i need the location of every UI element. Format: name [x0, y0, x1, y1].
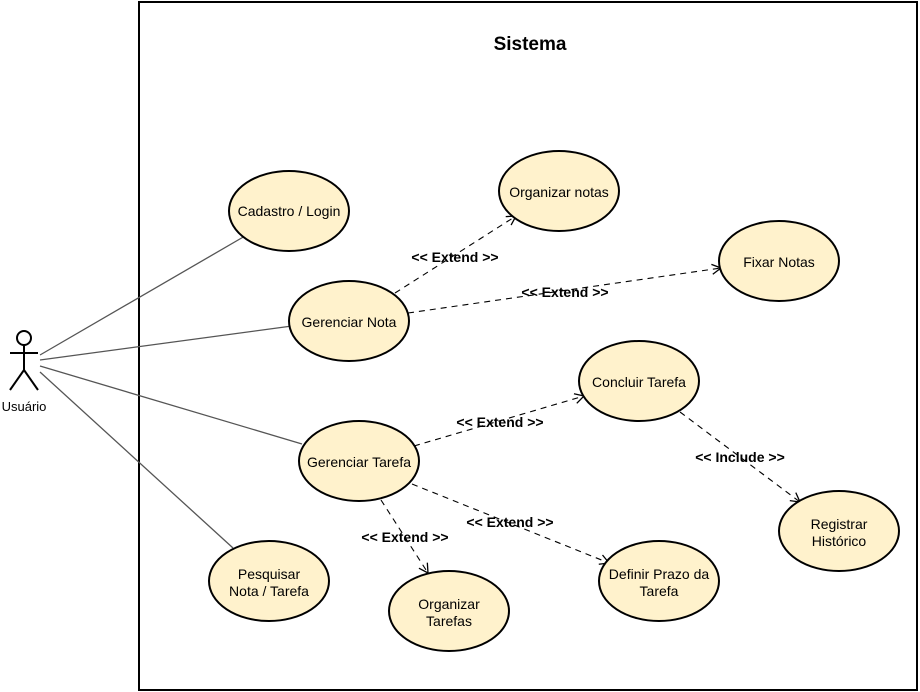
include-registrar-historico [679, 411, 802, 503]
system-title: Sistema [494, 34, 567, 55]
use-case-concluir-tarefa[interactable]: Concluir Tarefa [578, 340, 700, 422]
extend-label: << Extend >> [521, 284, 608, 300]
actor-label: Usuário [2, 399, 47, 414]
extend-label: << Extend >> [466, 514, 553, 530]
use-case-pesquisar[interactable]: Pesquisar Nota / Tarefa [208, 540, 330, 622]
actor-right-leg [23, 369, 39, 391]
use-case-label: Organizar notas [509, 184, 609, 200]
extend-label: << Extend >> [456, 414, 543, 430]
extend-label: << Extend >> [361, 529, 448, 545]
use-case-label: Pesquisar [238, 566, 301, 582]
use-case-organizar-notas[interactable]: Organizar notas [498, 150, 620, 232]
extend-organizar-tarefas [380, 499, 429, 575]
use-case-label: Gerenciar Tarefa [307, 454, 411, 470]
use-case-fixar-notas[interactable]: Fixar Notas [718, 220, 840, 302]
use-case-label: Cadastro / Login [238, 203, 341, 219]
use-case-label: Gerenciar Nota [302, 314, 397, 330]
use-case-label: Concluir Tarefa [592, 374, 686, 390]
use-case-label: Histórico [812, 533, 867, 549]
use-case-label: Fixar Notas [743, 254, 815, 270]
use-case-label: Definir Prazo da [609, 566, 710, 582]
use-case-organizar-tarefas[interactable]: Organizar Tarefas [388, 570, 510, 652]
extend-concluir-tarefa [413, 393, 586, 447]
extend-definir-prazo [411, 483, 611, 565]
use-case-registrar-historico[interactable]: Registrar Histórico [778, 490, 900, 572]
use-case-label: Organizar [418, 596, 480, 612]
use-case-label: Registrar [811, 516, 868, 532]
assoc-pesquisar [39, 371, 234, 549]
extend-fixar-notas [407, 263, 723, 314]
assoc-cadastro-login [39, 235, 246, 356]
use-case-gerenciar-tarefa[interactable]: Gerenciar Tarefa [298, 420, 420, 502]
actor-head [16, 330, 32, 346]
use-case-cadastro-login[interactable]: Cadastro / Login [228, 170, 350, 252]
include-label: << Include >> [695, 449, 785, 465]
use-case-label: Tarefa [640, 583, 679, 599]
extend-organizar-notas [394, 215, 518, 294]
use-case-label: Nota / Tarefa [229, 583, 309, 599]
use-case-definir-prazo[interactable]: Definir Prazo da Tarefa [598, 540, 720, 622]
assoc-gerenciar-nota [39, 325, 293, 361]
use-case-gerenciar-nota[interactable]: Gerenciar Nota [288, 280, 410, 362]
assoc-gerenciar-tarefa [39, 365, 303, 445]
use-case-label: Tarefas [426, 613, 472, 629]
actor-usuario[interactable]: Usuário [2, 330, 47, 414]
extend-label: << Extend >> [411, 249, 498, 265]
actor-left-leg [9, 369, 25, 391]
